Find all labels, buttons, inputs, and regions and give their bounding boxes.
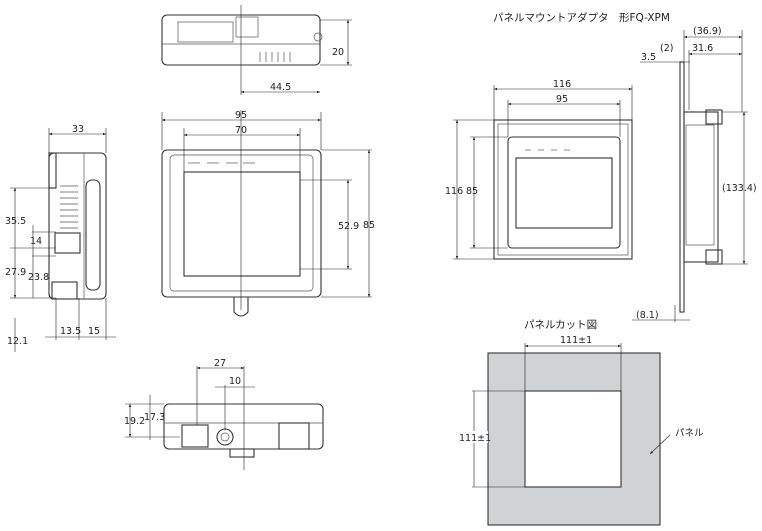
panel-cut-title: パネルカット図 [524,319,597,331]
adapter-thickness-label: 3.5 [641,52,656,63]
side-d4-label: 23.8 [28,272,49,283]
adapter-outer-width-label: 116 [553,79,571,90]
top-offset-label: 44.5 [270,82,291,93]
front-outer-height-label: 85 [363,220,375,231]
panel-cut-height-label: 111±1 [459,433,491,444]
bottom-d4-label: 17.3 [144,412,165,423]
front-view: 95 70 52.9 85 [161,110,375,317]
bottom-d2-label: 10 [229,376,241,387]
adapter-height-label: (133.4) [722,183,757,194]
side-d1-label: 35.5 [5,216,26,227]
adapter-bottom-label: (8.1) [636,310,659,321]
panel-label: パネル [675,428,704,439]
side-d6-label: 15 [88,326,100,337]
side-d5-label: 13.5 [60,326,81,337]
side-width-label: 33 [72,124,84,135]
adapter-gap-label: (2) [660,43,673,54]
adapter-inner-height-label: 85 [466,186,478,197]
bottom-d3-label: 19.2 [124,416,145,427]
adapter-total-depth-label: (36.9) [693,26,722,37]
top-view: 20 44.5 [161,5,352,95]
top-depth-label: 20 [332,47,344,58]
front-screen-height-label: 52.9 [338,221,359,232]
bottom-d1-label: 27 [214,358,226,369]
side-d7-label: 12.1 [7,336,28,347]
panel-cut-view: パネルカット図 111±1 111±1 パネル [458,319,704,526]
adapter-outer-height-label: 116 [445,186,463,197]
side-d2-label: 14 [30,236,42,247]
bottom-view: 27 10 19.2 17.3 [124,358,324,470]
front-outer-width-label: 95 [235,110,247,121]
front-screen-width-label: 70 [235,125,247,136]
side-d3-label: 27.9 [5,267,26,278]
panel-cut-width-label: 111±1 [560,335,592,346]
adapter-title: パネルマウントアダプタ 形FQ-XPM [493,11,670,24]
adapter-inner-width-label: 95 [556,94,568,105]
adapter-depth-label: 31.6 [692,43,713,54]
side-view: 33 35.5 14 27.9 23.8 13.5 15 12.1 [5,124,116,352]
adapter-side-view: (36.9) (2) 31.6 3.5 (133.4) (8.1) [632,26,757,322]
adapter-front-view: パネルマウントアダプタ 形FQ-XPM 116 95 116 85 [445,11,670,260]
